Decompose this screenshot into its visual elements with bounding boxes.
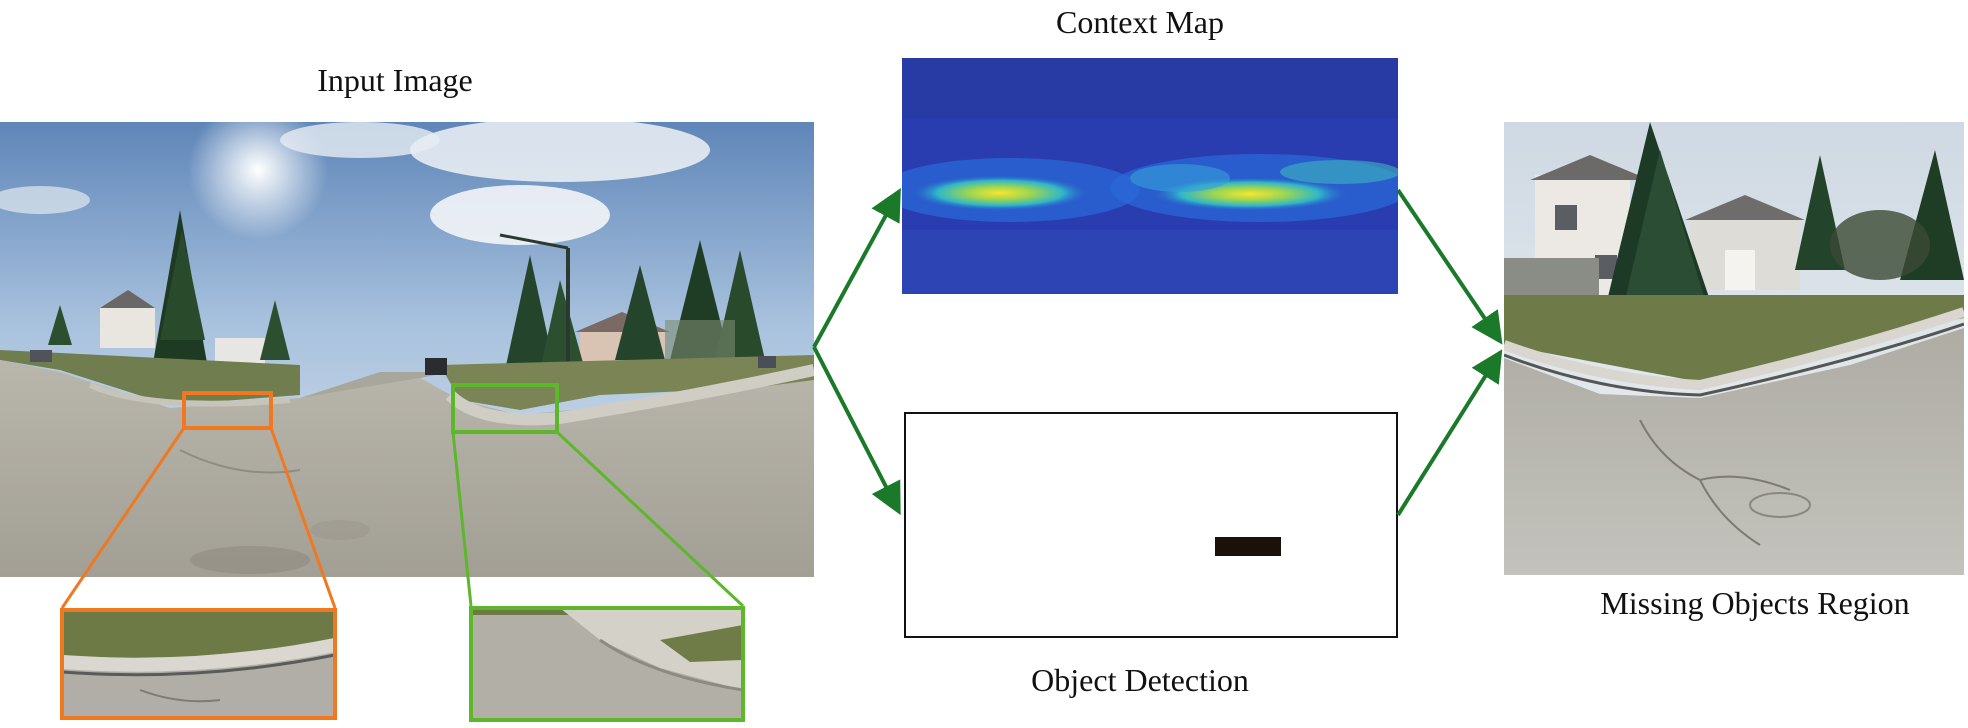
zoom-panel-orange bbox=[62, 610, 335, 718]
arrow-detection-to-output bbox=[1396, 349, 1503, 517]
flow-arrows bbox=[812, 187, 1503, 517]
arrow-input-to-detection bbox=[812, 346, 901, 516]
object-detection-panel bbox=[904, 412, 1398, 638]
zoom-connector-green bbox=[451, 430, 745, 608]
context-map-heatmap bbox=[902, 58, 1398, 294]
input-image-title: Input Image bbox=[317, 62, 473, 98]
zoom-region-green bbox=[451, 383, 559, 434]
missing-objects-region-title: Missing Objects Region bbox=[1600, 585, 1910, 621]
arrow-context-to-output bbox=[1396, 188, 1503, 345]
arrow-input-to-context bbox=[812, 187, 901, 348]
object-detection-title: Object Detection bbox=[1031, 662, 1249, 698]
missing-objects-image bbox=[1504, 122, 1964, 575]
zoom-region-orange bbox=[182, 391, 273, 430]
zoom-connector-orange bbox=[60, 427, 337, 609]
detection-box bbox=[1215, 537, 1281, 556]
zoom-panel-green bbox=[471, 608, 743, 720]
input-street-image bbox=[0, 122, 814, 577]
context-map-title: Context Map bbox=[1056, 4, 1224, 40]
